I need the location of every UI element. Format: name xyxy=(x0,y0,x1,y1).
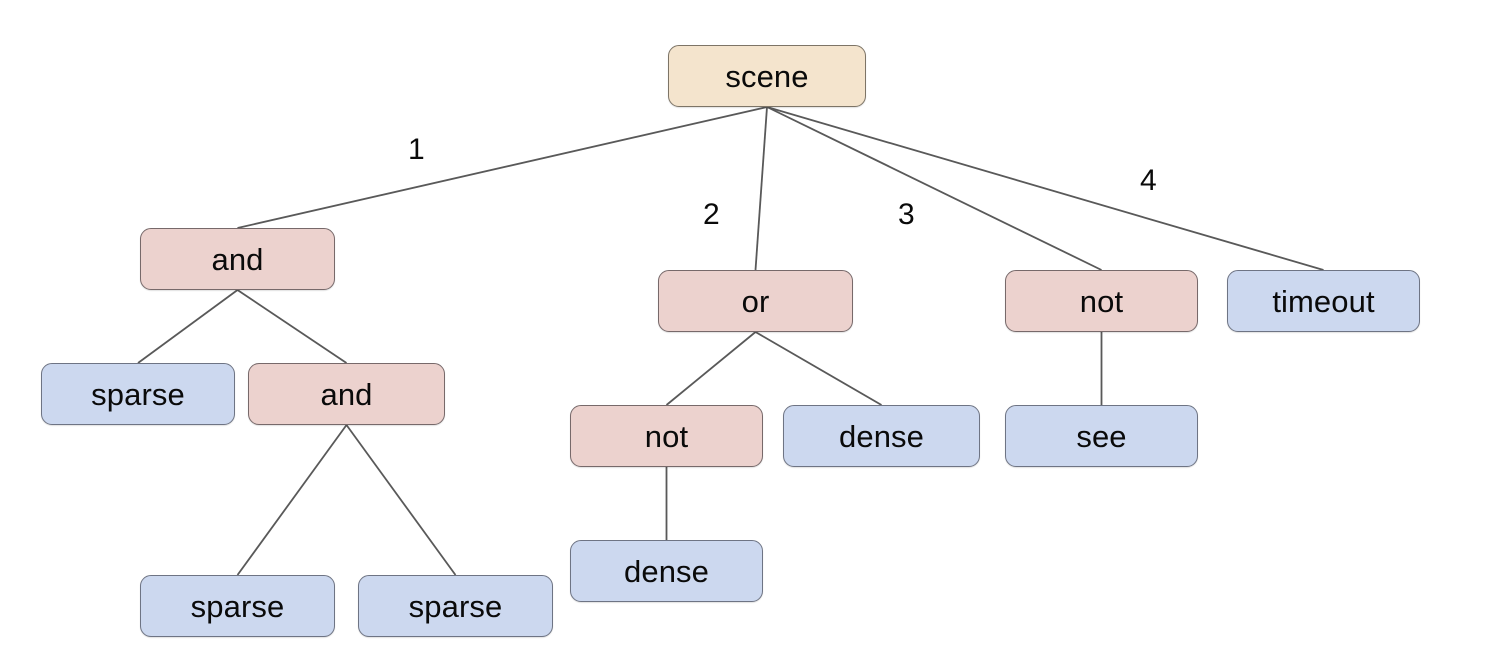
tree-edge xyxy=(754,106,768,271)
tree-node-dense_mid[interactable]: dense xyxy=(783,405,980,467)
edge-label-4: 4 xyxy=(1140,164,1157,197)
tree-node-and2[interactable]: and xyxy=(248,363,445,425)
tree-node-label: dense xyxy=(839,418,924,454)
tree-edge xyxy=(755,331,882,406)
tree-node-label: dense xyxy=(624,553,709,589)
tree-edge xyxy=(766,106,1102,271)
tree-node-timeout[interactable]: timeout xyxy=(1227,270,1420,332)
tree-node-or1[interactable]: or xyxy=(658,270,853,332)
tree-node-label: or xyxy=(741,283,770,319)
tree-edge xyxy=(766,106,1324,271)
tree-node-and1[interactable]: and xyxy=(140,228,335,290)
tree-node-label: sparse xyxy=(91,376,185,412)
tree-edge xyxy=(236,424,348,576)
tree-node-label: not xyxy=(644,418,689,454)
edge-label-1: 1 xyxy=(408,133,425,166)
tree-node-scene[interactable]: scene xyxy=(668,45,866,107)
tree-edge xyxy=(137,289,239,364)
tree-node-label: timeout xyxy=(1272,283,1375,319)
tree-node-label: sparse xyxy=(190,588,285,624)
edge-label-2: 2 xyxy=(703,198,720,231)
edge-label-3: 3 xyxy=(898,198,915,231)
tree-node-sparse2[interactable]: sparse xyxy=(140,575,335,637)
tree-edge xyxy=(345,424,457,576)
tree-node-not_right[interactable]: not xyxy=(1005,270,1198,332)
tree-edge xyxy=(665,331,757,406)
tree-node-label: and xyxy=(211,241,264,277)
tree-node-label: not xyxy=(1079,283,1124,319)
tree-node-not_mid[interactable]: not xyxy=(570,405,763,467)
tree-edge xyxy=(237,106,768,229)
tree-node-label: and xyxy=(320,376,373,412)
tree-node-label: scene xyxy=(725,58,809,94)
tree-edge xyxy=(236,289,348,364)
tree-node-sparse3[interactable]: sparse xyxy=(358,575,553,637)
tree-node-label: sparse xyxy=(408,588,503,624)
tree-node-dense_low[interactable]: dense xyxy=(570,540,763,602)
tree-node-sparse1[interactable]: sparse xyxy=(41,363,235,425)
tree-node-see[interactable]: see xyxy=(1005,405,1198,467)
tree-node-label: see xyxy=(1076,418,1127,454)
